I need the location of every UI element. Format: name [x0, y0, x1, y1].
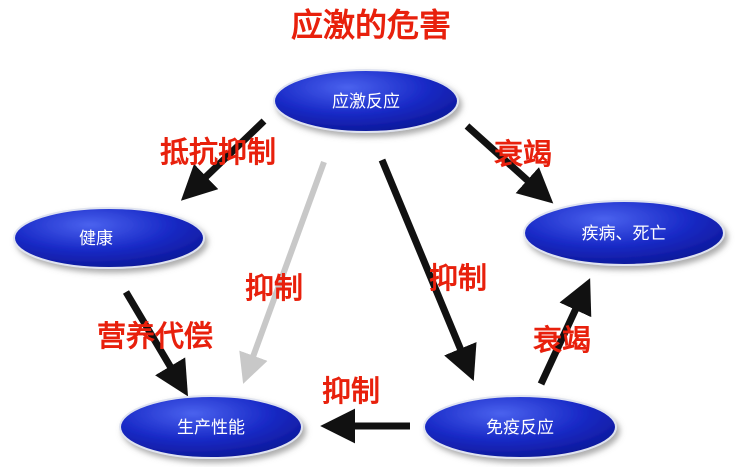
node-production-performance-label: 生产性能: [177, 418, 245, 438]
arrow-stress-to-immune: [378, 158, 477, 382]
arrow-stress-to-production: [239, 160, 327, 384]
node-production-performance: 生产性能: [119, 395, 303, 459]
edge-label-immune-to-disease: 衰竭: [533, 323, 591, 357]
edge-label-stress-to-immune: 抑制: [429, 261, 487, 295]
edge-label-immune-to-production: 抑制: [322, 374, 380, 408]
edge-label-stress-to-production: 抑制: [245, 271, 303, 305]
node-stress-response: 应激反应: [273, 69, 459, 133]
arrow-health-to-production: [122, 290, 189, 397]
node-immune-response: 免疫反应: [423, 395, 617, 459]
node-stress-response-label: 应激反应: [332, 92, 400, 112]
node-immune-response-label: 免疫反应: [486, 418, 554, 438]
node-disease-death-label: 疾病、死亡: [582, 224, 667, 244]
node-health-label: 健康: [79, 229, 113, 249]
node-health: 健康: [13, 207, 205, 269]
arrow-stress-to-disease: [464, 123, 554, 204]
edge-label-health-to-production: 营养代偿: [97, 319, 213, 353]
diagram-title: 应激的危害: [291, 6, 451, 44]
arrow-immune-to-disease: [537, 278, 592, 386]
node-disease-death: 疾病、死亡: [523, 200, 725, 266]
edge-label-stress-to-disease: 衰竭: [494, 137, 552, 171]
arrow-stress-to-health: [180, 118, 267, 201]
edge-label-stress-to-health: 抵抗抑制: [160, 135, 276, 169]
